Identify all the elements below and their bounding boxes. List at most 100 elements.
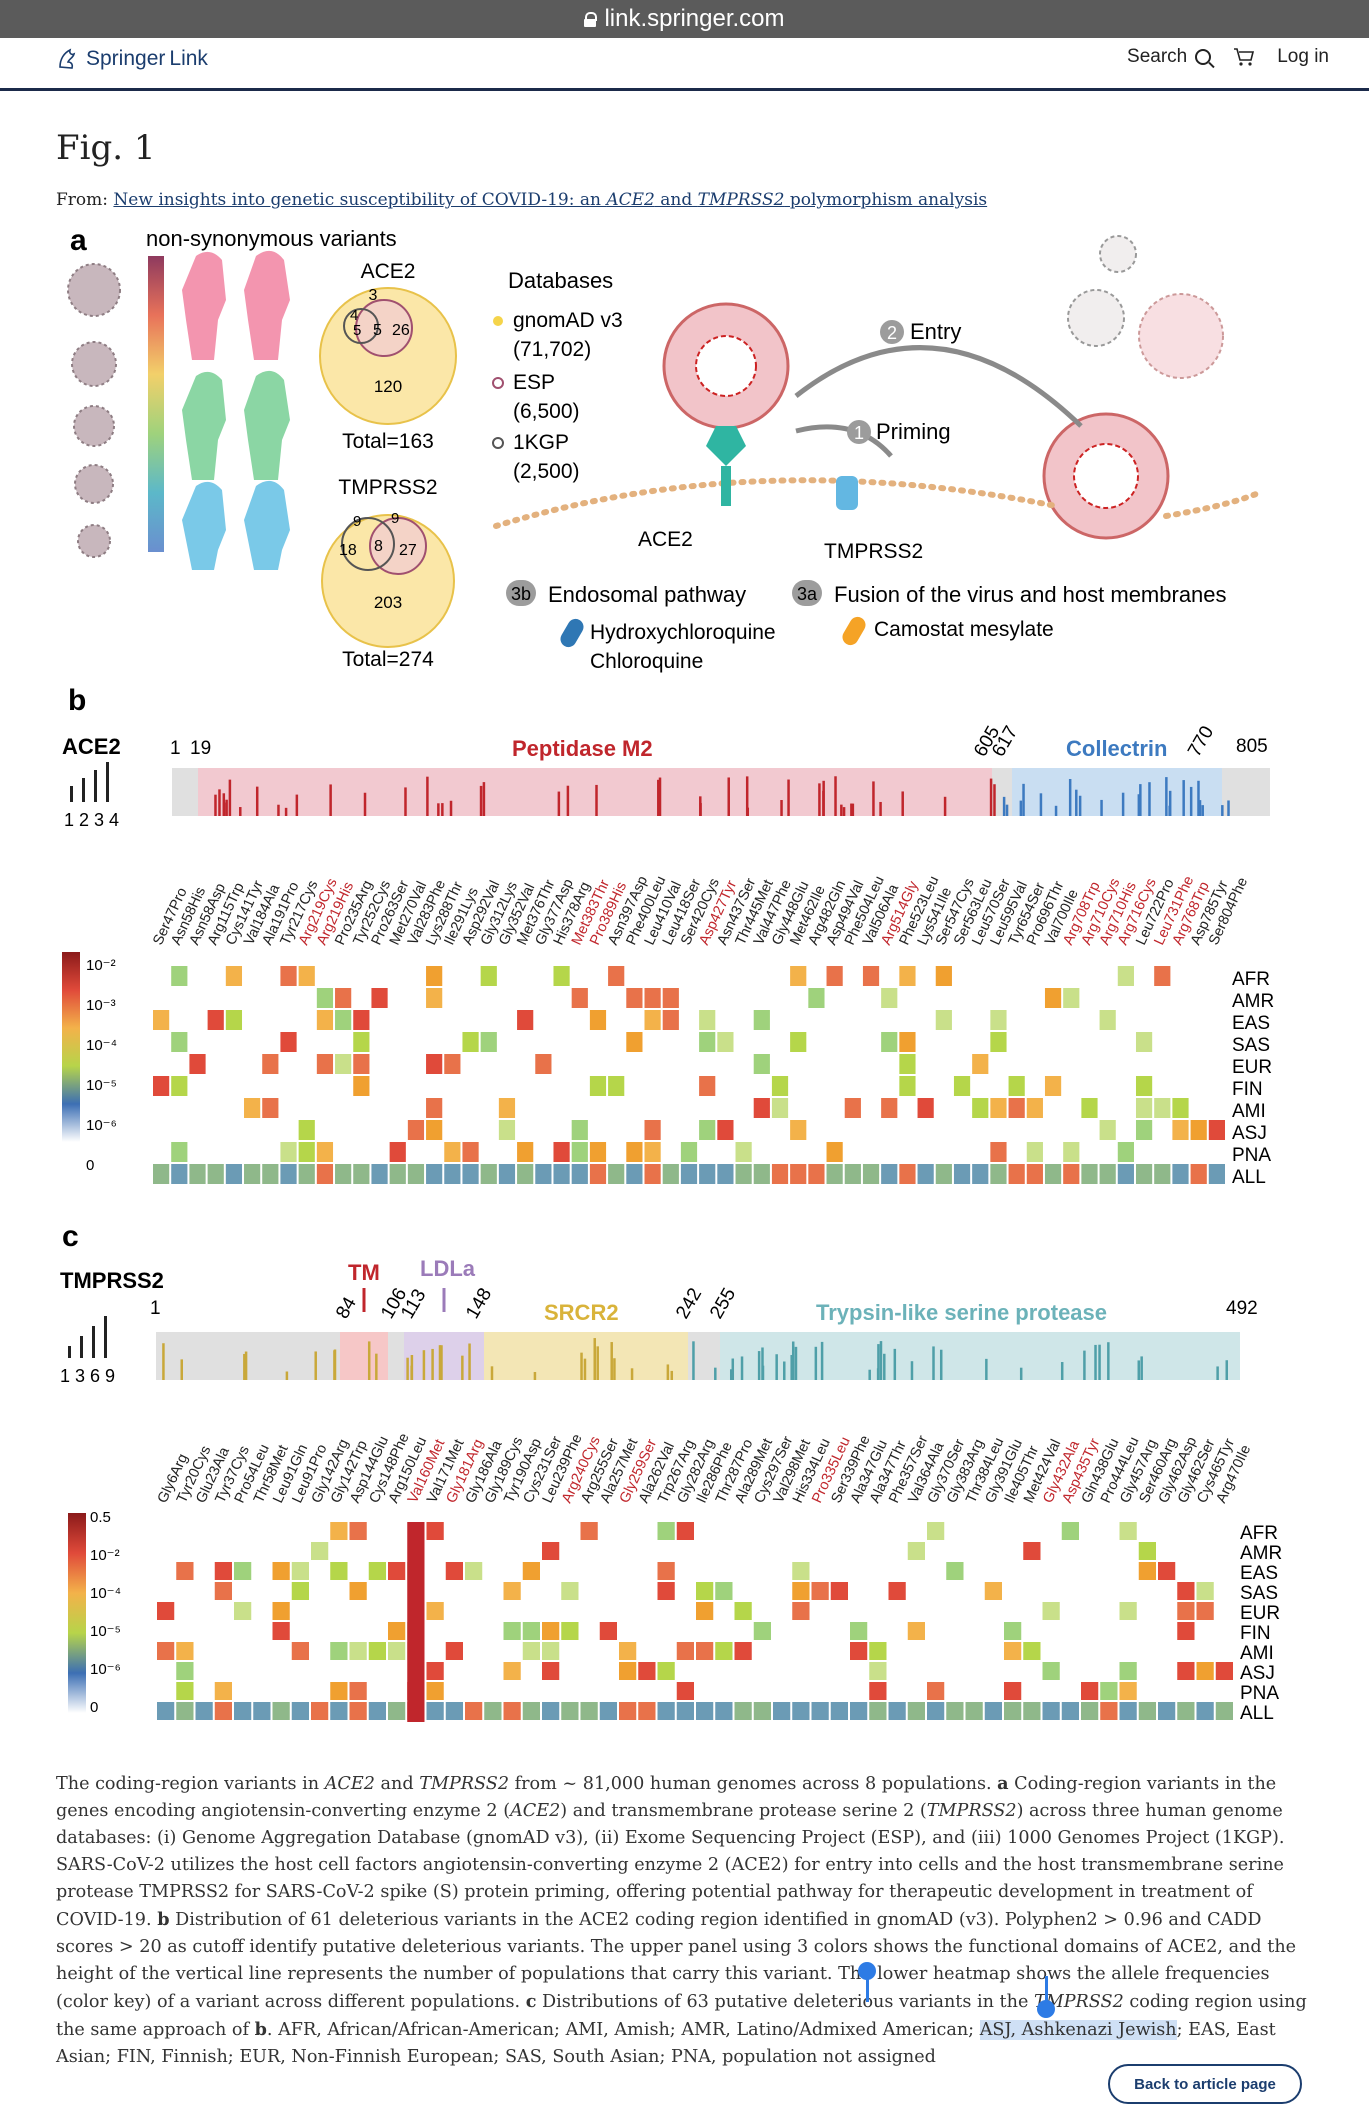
heatmap-cell [888,1582,906,1600]
ace2-receptor [706,426,746,466]
heatmap-cell [480,1032,497,1052]
heatmap-cell [353,1032,370,1052]
heatmap-cell [316,1010,334,1030]
heatmap-cell [335,1054,352,1074]
variant-stalk [1121,792,1125,816]
figure-caption: The coding-region variants in ACE2 and T… [56,1773,1307,2067]
svg-text:2: 2 [887,323,897,343]
heatmap-cell [771,1076,789,1096]
heatmap-cell [561,1702,579,1720]
heatmap-cell [561,1582,579,1600]
venn-ace2-title: ACE2 [361,260,416,283]
heatmap-cell [657,1702,675,1720]
heatmap-cell [157,1642,175,1660]
heatmap-cell [214,1562,232,1580]
heatmap-cell [272,1622,290,1640]
heatmap-cell [234,1562,252,1580]
virus-icon-2 [71,341,117,387]
heatmap-cell [696,1642,714,1660]
springer-horse-icon [59,48,76,69]
heatmap-cell [462,1142,479,1162]
heatmap-cell [1004,1622,1022,1640]
heatmap-cell [153,1164,170,1184]
variant-stalk [901,791,904,816]
heatmap-cell [426,966,443,986]
heatmap-cell [195,1702,213,1720]
legend-label: 0 [86,1157,94,1174]
venn-tmprss2-n6: 203 [374,593,402,612]
variant-stalk [731,1358,735,1380]
heatmap-cell [371,988,388,1008]
population-label-fin: FIN [1232,1079,1263,1100]
heatmap-cell [1004,1642,1022,1660]
variant-stalk [1022,783,1025,816]
heatmap-cell [1138,1562,1156,1580]
heatmap-cell [1063,988,1080,1008]
green-person-1 [182,371,226,480]
from-prefix: From: [56,190,109,210]
heatmap-cell [626,1142,643,1162]
heatmap-cell [811,1702,829,1720]
variant-stalk [367,1341,371,1380]
variant-stalk [596,1346,599,1380]
heatmap-cell [503,1702,521,1720]
login-link[interactable]: Log in [1277,46,1329,67]
heatmap-cell [371,1164,388,1184]
variant-stalk [757,1351,761,1380]
heatmap-cell [580,1702,598,1720]
heatmap-cell [899,966,916,986]
variant-stalk [794,1346,798,1380]
variant-stalk [822,790,825,816]
venn-tmprss2-n1: 9 [353,513,361,530]
heatmap-cell [153,1010,170,1030]
variant-stalk [745,776,749,816]
article-link[interactable]: New insights into genetic susceptibility… [113,190,988,210]
heatmap-cell [1190,1164,1207,1184]
springer-link-logo[interactable]: Springer Link [56,47,208,71]
db-item-gnomad-n: (71,702) [513,338,591,361]
heatmap-cell [927,1682,945,1700]
heatmap-cell [1117,1164,1134,1184]
browser-url-bar[interactable]: link.springer.com [0,0,1369,38]
heatmap-cell [984,1582,1002,1600]
variant-stalk [714,1367,717,1380]
venn-ace2-n4: 5 [373,322,382,339]
heatmap-cell [1026,1098,1043,1118]
heatmap-cell [291,1642,309,1660]
variant-stalk [449,800,453,816]
heatmap-cell [1215,1702,1233,1720]
heatmap-cell [298,1164,315,1184]
heatmap-cell [1063,1164,1080,1184]
heatmap-cell [157,1602,175,1620]
heatmap-cell [1158,1562,1176,1580]
heatmap-cell [426,1164,443,1184]
cart-button[interactable] [1233,47,1255,67]
variant-stalk [490,1366,494,1380]
variant-stalk [932,1346,935,1380]
pathway-3a: Fusion of the virus and host membranes [834,582,1227,607]
variant-stalk [277,804,280,816]
heatmap-cell [792,1582,810,1600]
heatmap-cell [225,1010,243,1030]
variant-stalk [422,1350,426,1380]
population-label-amr: AMR [1232,991,1274,1012]
back-to-article-button[interactable]: Back to article page [1108,2064,1302,2104]
heatmap-cell [1172,1120,1189,1140]
variant-stalk [1139,784,1142,816]
variant-stalk [666,1364,670,1380]
heatmap-cell [349,1702,367,1720]
selection-start-handle[interactable] [858,1962,876,1980]
heatmap-cell [272,1562,290,1580]
variant-stalk [658,777,662,816]
selection-end-handle[interactable] [1037,2000,1055,2018]
text-selection[interactable]: ASJ, Ashkenazi Jewish [979,2020,1177,2040]
heatmap-cell [407,1164,425,1184]
heatmap-cell [753,1098,770,1118]
variant-stalk [1002,796,1006,816]
heatmap-cell [1190,1120,1207,1140]
heatmap-cell [881,1164,898,1184]
heatmap-cell [644,1142,661,1162]
heatmap-cell [517,1142,534,1162]
search-button[interactable]: Search [1127,46,1212,68]
venn-tmprss2-1kgp [341,517,395,571]
